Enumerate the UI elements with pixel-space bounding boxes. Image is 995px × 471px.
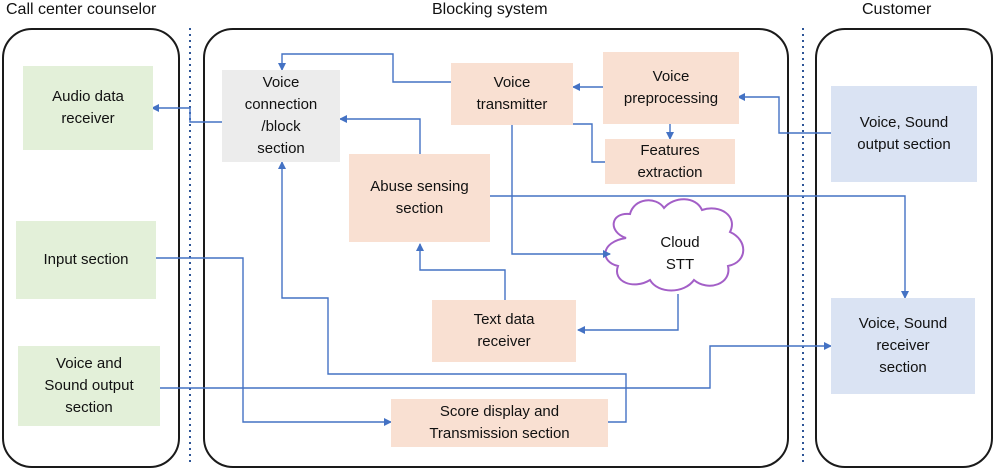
features-extraction-box: Features extraction — [605, 139, 735, 184]
audio-data-receiver-box: Audio data receiver — [23, 66, 153, 150]
voice-preprocessing-box: Voice preprocessing — [603, 52, 739, 124]
header-blocking-system: Blocking system — [432, 1, 548, 18]
arrow-counselor-output-to-customer-receiver — [160, 342, 832, 389]
input-section-box: Input section — [16, 221, 156, 299]
header-call-center-counselor: Call center counselor — [6, 1, 157, 18]
voice-sound-output-customer-box: Voice, Sound output section — [831, 86, 977, 182]
arrow-abuse-to-customer-receiver — [490, 195, 909, 299]
score-display-box: Score display and Transmission section — [391, 399, 608, 447]
voice-sound-receiver-box: Voice, Sound receiver section — [831, 298, 975, 394]
cloud-shape — [604, 198, 745, 292]
line-features-to-transmitter — [573, 123, 605, 163]
arrow-input-to-score — [156, 257, 392, 426]
voice-transmitter-box: Voice transmitter — [451, 63, 573, 125]
header-customer: Customer — [862, 1, 932, 18]
arrow-abuse-to-block — [339, 115, 421, 154]
arrow-transmitter-to-block — [278, 53, 451, 83]
cloud-stt-label: Cloud STT — [660, 234, 700, 273]
arrow-customer-output-to-preprocessing — [737, 93, 831, 134]
arrow-cloud-to-text-receiver — [577, 294, 679, 334]
voice-sound-output-counselor-box: Voice and Sound output section — [18, 346, 160, 426]
arrow-text-receiver-to-abuse — [416, 243, 506, 300]
arrow-block-to-audio-receiver — [151, 104, 222, 123]
arrow-transmitter-to-cloud — [511, 124, 611, 258]
voice-connection-block-box: Voice connection /block section — [222, 70, 340, 162]
abuse-sensing-box: Abuse sensing section — [349, 154, 490, 242]
text-data-receiver-box: Text data receiver — [432, 300, 576, 362]
arrow-score-to-block — [278, 161, 627, 423]
